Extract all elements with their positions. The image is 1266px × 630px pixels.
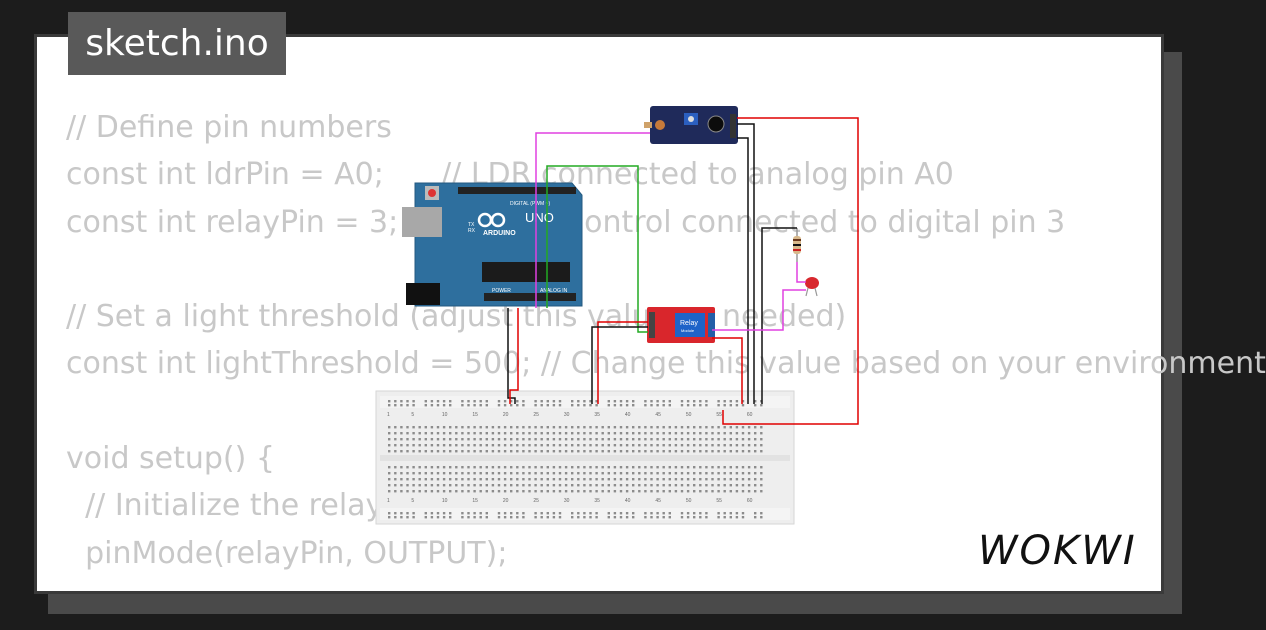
power-jack [406, 283, 440, 305]
wire-red-ldr-vcc [722, 117, 859, 425]
breadboard-column-number: 40 [625, 412, 631, 418]
breadboard-column-number: 1 [387, 498, 390, 504]
wire-magenta-led [796, 262, 806, 283]
arduino-rx-label: RX [468, 228, 476, 234]
breadboard-column-number: 35 [594, 412, 600, 418]
file-tab-label: sketch.ino [85, 23, 269, 64]
breadboard-column-number: 45 [655, 412, 661, 418]
analog-header [484, 293, 576, 301]
wire-magenta-relay-led [712, 289, 806, 331]
arduino-infinity-logo [477, 212, 506, 228]
ldr-sensor-module[interactable] [644, 106, 738, 144]
circuit-diagram: 1155101015152020252530303535404045455050… [375, 106, 859, 525]
resistor[interactable] [793, 228, 801, 262]
wire-black-relay-gnd [737, 137, 749, 404]
breadboard-column-number: 60 [747, 498, 753, 504]
wire-red-relay-vcc [597, 321, 648, 404]
wires [507, 117, 859, 425]
breadboard-column-number: 15 [472, 498, 478, 504]
wire-black-resistor [761, 227, 797, 404]
code-line: const int lightThreshold = 500; // Chang… [66, 346, 1266, 382]
relay-label: Relay [680, 320, 698, 327]
breadboard[interactable]: 1155101015152020252530303535404045455050… [375, 390, 795, 525]
breadboard-column-number: 55 [716, 412, 722, 418]
breadboard-column-number: 35 [594, 498, 600, 504]
arduino-uno[interactable]: UNO ARDUINO DIGITAL (PWM ~) POWER ANALOG… [402, 182, 583, 307]
code-line: pinMode(relayPin, OUTPUT); [66, 535, 508, 571]
wire-black-arduino-gnd [507, 308, 516, 404]
breadboard-column-number: 10 [442, 412, 448, 418]
breadboard-column-number: 20 [503, 498, 509, 504]
breadboard-column-number: 10 [442, 498, 448, 504]
breadboard-column-number: 40 [625, 498, 631, 504]
ldr-photoresistor [655, 120, 665, 130]
wokwi-logo: WOKWI [978, 528, 1137, 574]
breadboard-holes [388, 400, 763, 519]
relay-terminal [708, 313, 715, 337]
wire-magenta-ldr [535, 132, 650, 308]
wire-red-arduino-5v [509, 308, 519, 404]
wire-black-ldr-gnd [737, 123, 755, 404]
wire-green-signal [546, 165, 648, 333]
breadboard-column-number: 25 [533, 498, 539, 504]
arduino-tx-label: TX [468, 222, 475, 228]
wire-red-relay-out [712, 337, 743, 404]
sensor-chip [707, 115, 725, 133]
breadboard-column-number: 25 [533, 412, 539, 418]
breadboard-column-number: 15 [472, 412, 478, 418]
breadboard-column-number: 30 [564, 412, 570, 418]
arduino-digital-label: DIGITAL (PWM ~) [510, 201, 550, 207]
breadboard-column-number: 55 [716, 498, 722, 504]
breadboard-column-number: 45 [655, 498, 661, 504]
breadboard-column-number: 50 [686, 412, 692, 418]
arduino-power-label: POWER [492, 288, 511, 294]
relay-module[interactable]: Relay Module [647, 307, 715, 343]
breadboard-column-number: 20 [503, 412, 509, 418]
code-line: void setup() { [66, 441, 275, 477]
breadboard-column-number: 5 [411, 412, 414, 418]
relay-sublabel: Module [681, 328, 695, 333]
arduino-brand: ARDUINO [483, 230, 516, 237]
file-tab[interactable]: sketch.ino [68, 12, 286, 75]
breadboard-column-number: 50 [686, 498, 692, 504]
breadboard-column-number: 1 [387, 412, 390, 418]
breadboard-column-numbers: 1155101015152020252530303535404045455050… [387, 412, 753, 504]
breadboard-column-number: 30 [564, 498, 570, 504]
arduino-model: UNO [525, 210, 554, 225]
usb-port [402, 207, 442, 237]
digital-header [458, 187, 576, 194]
code-line: // Define pin numbers [66, 110, 392, 145]
sensor-pins [730, 114, 736, 138]
atmega-chip [482, 262, 570, 282]
wire-black-relay [591, 326, 648, 404]
relay-block [675, 313, 705, 337]
wokwi-logo-text: WOKWI [978, 528, 1137, 574]
breadboard-column-number: 5 [411, 498, 414, 504]
relay-pins [649, 312, 655, 338]
code-line: const int ldrPin = A0; // LDR connected … [66, 157, 954, 193]
breadboard-column-number: 60 [747, 412, 753, 418]
led[interactable] [805, 277, 819, 297]
arduino-analog-label: ANALOG IN [540, 288, 568, 294]
